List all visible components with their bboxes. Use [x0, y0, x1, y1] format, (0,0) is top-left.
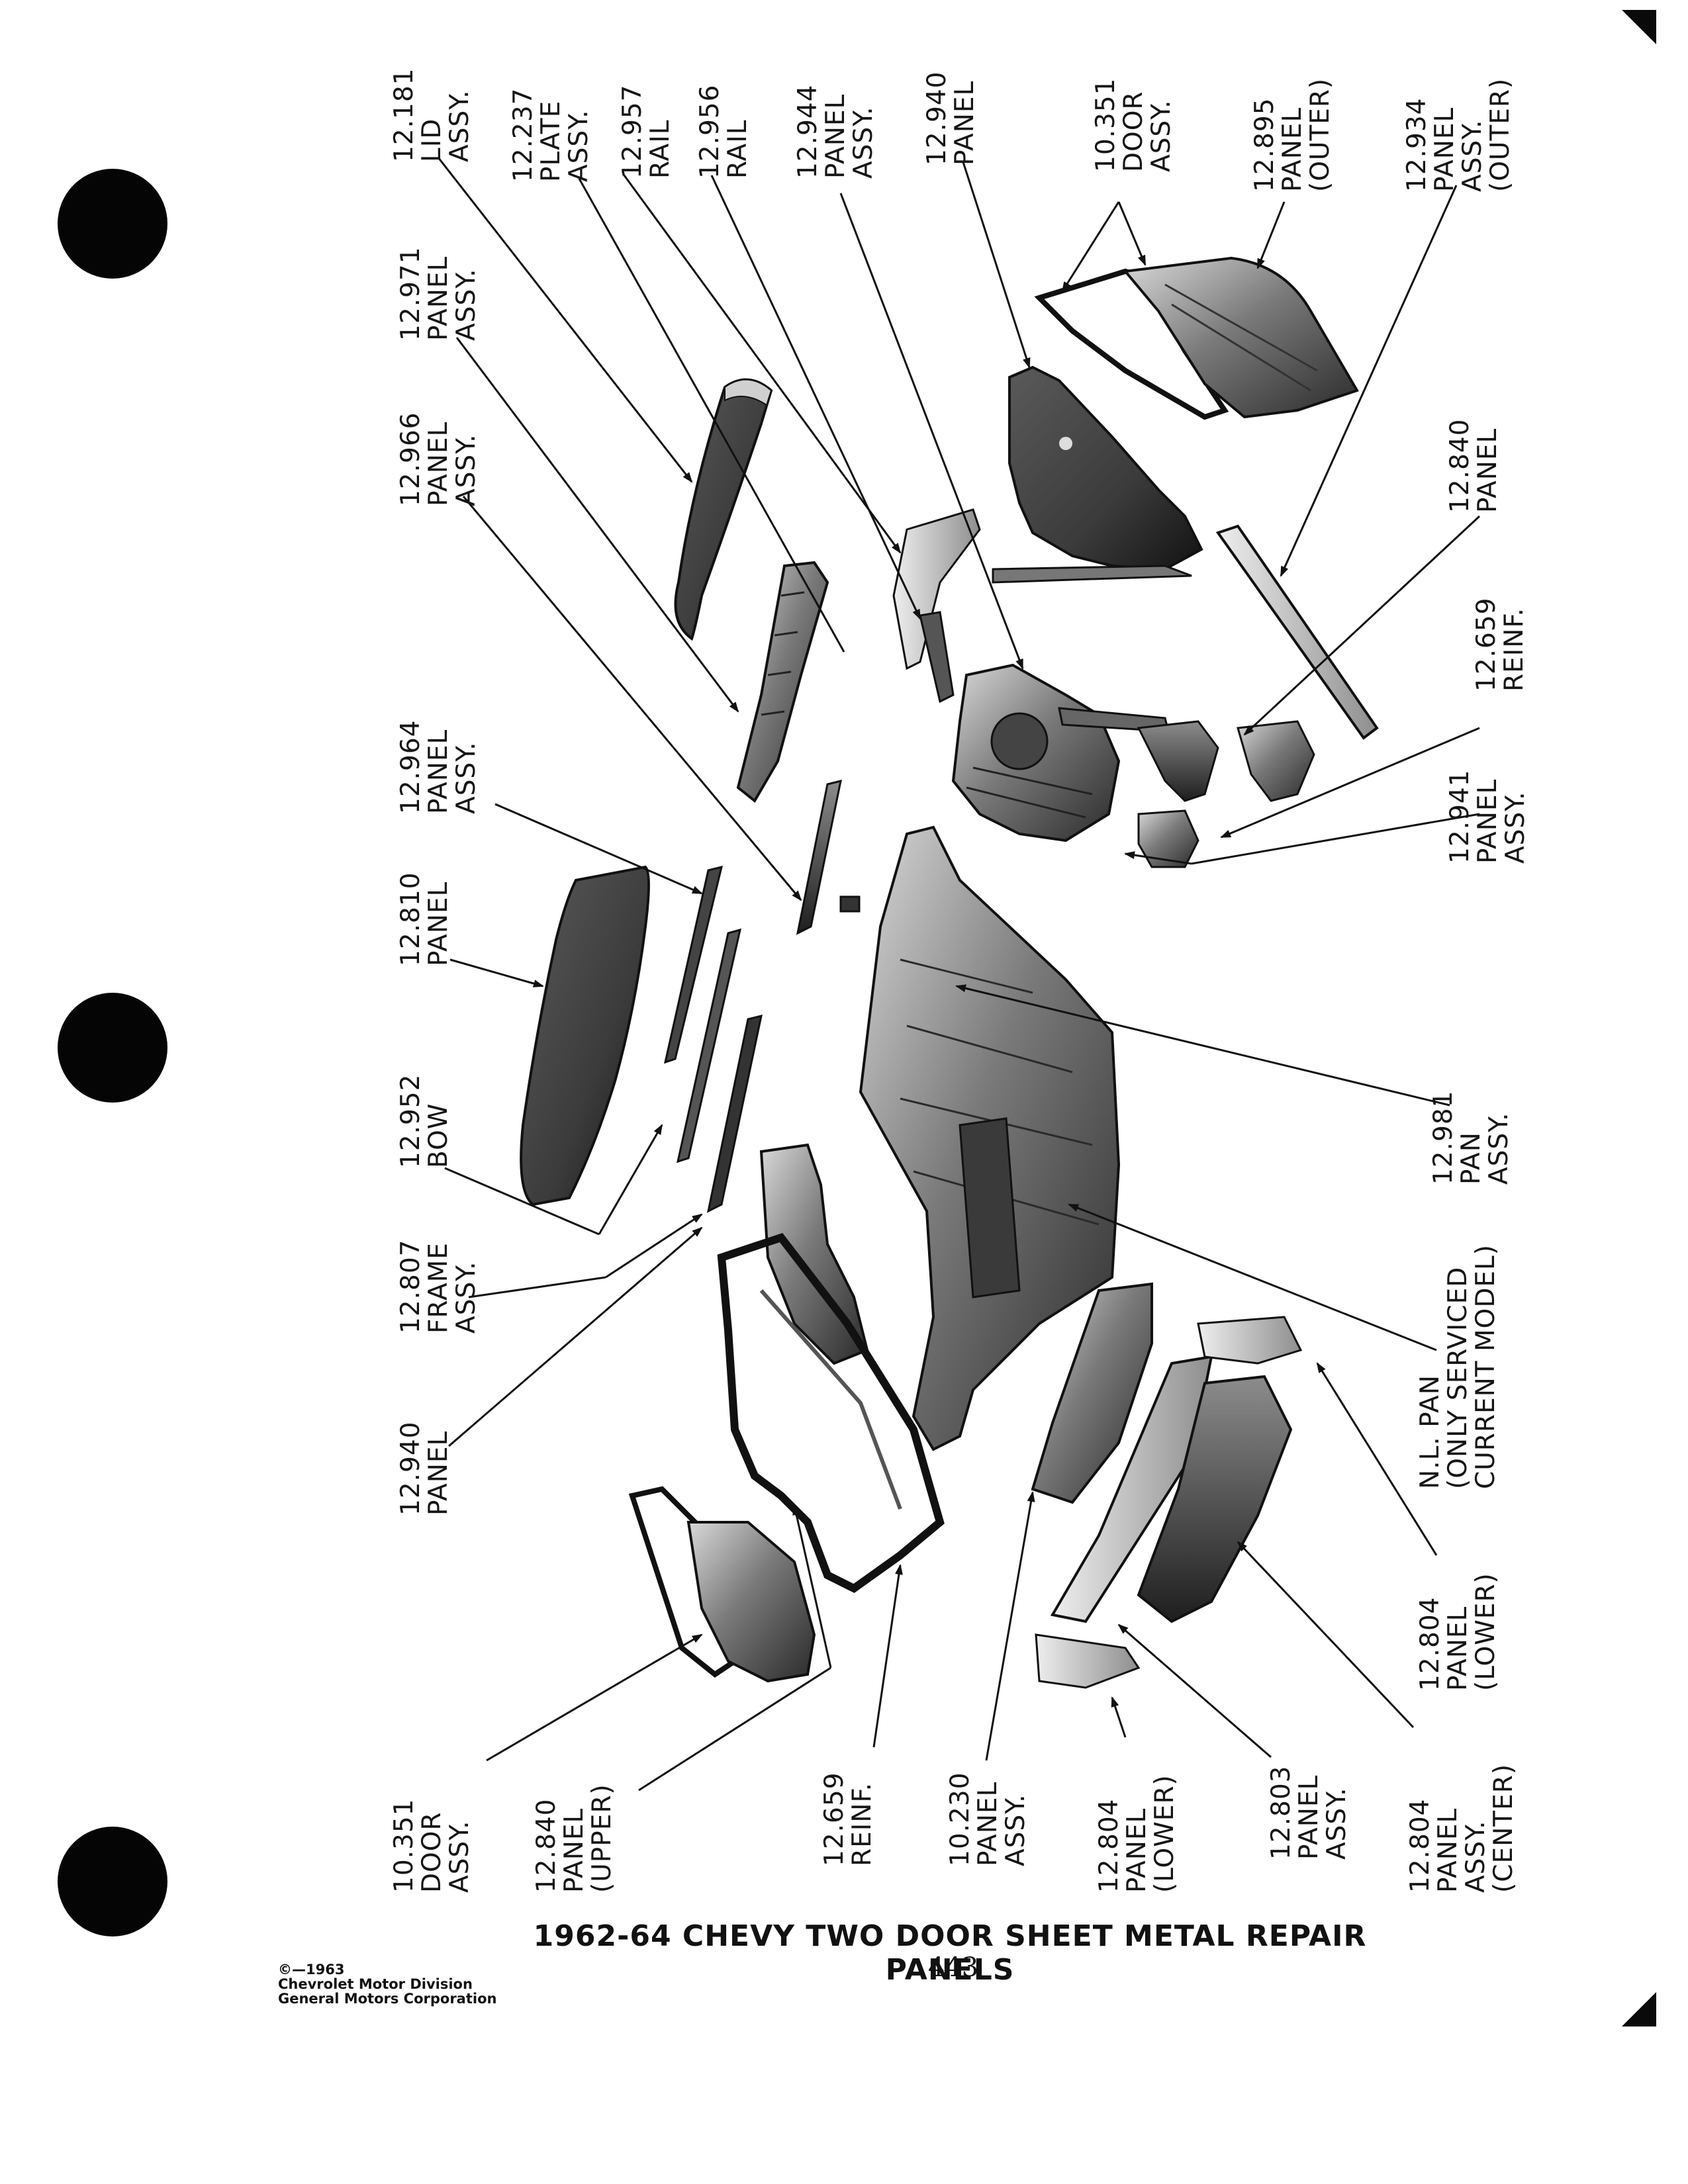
label-frame-assy-12807: 12.807 FRAME ASSY.: [396, 1239, 481, 1334]
copyright-division: Chevrolet Motor Division: [278, 1976, 473, 1992]
rocker-outer-part: [1215, 524, 1379, 740]
rear-quarter-inner-part: [951, 663, 1315, 868]
label-panel-assy-center-12804: 12.804 PANEL ASSY. (CENTER): [1405, 1763, 1519, 1893]
label-pan-assy-12981: 12.981 PAN ASSY.: [1429, 1090, 1514, 1185]
label-panel-assy-12944: 12.944 PANEL ASSY.: [793, 84, 878, 179]
punch-hole-top: [58, 169, 167, 279]
plate-part: [839, 895, 861, 913]
label-panel-assy-10230: 10.230 PANEL ASSY.: [945, 1772, 1031, 1866]
door-assembly-bottom-part: [628, 1486, 816, 1683]
label-panel-outer-12895: 12.895 PANEL (OUTER): [1250, 77, 1335, 192]
label-panel-upper-12840: 12.840 PANEL (UPPER): [532, 1784, 617, 1893]
roof-panel-part: [520, 865, 650, 1206]
label-panel-lower-12804-bottom: 12.804 PANEL (LOWER): [1094, 1774, 1180, 1893]
label-bow-12952: 12.952 BOW: [396, 1073, 453, 1168]
copyright-corporation: General Motors Corporation: [278, 1991, 497, 2007]
trunk-lid-part: [674, 378, 773, 641]
copyright-year: ©—1963: [278, 1962, 345, 1978]
label-plate-assy-12237: 12.237 PLATE ASSY.: [508, 87, 594, 182]
label-panel-assy-12941: 12.941 PANEL ASSY.: [1445, 769, 1530, 864]
label-panel-assy-outer-12934: 12.934 PANEL ASSY. (OUTER): [1402, 77, 1515, 192]
label-rail-12957: 12.957 RAIL: [618, 84, 675, 179]
door-assembly-top-part: [1034, 256, 1359, 420]
punch-hole-middle: [58, 993, 167, 1103]
label-panel-12810: 12.810 PANEL: [396, 872, 453, 966]
cowl-side-panels-part: [1031, 1282, 1303, 1689]
label-door-assy-10351-bottom: 10.351 DOOR ASSY.: [389, 1798, 475, 1893]
label-door-assy-10351-top: 10.351 DOOR ASSY.: [1091, 77, 1176, 172]
corner-mark-top-right: [1622, 10, 1656, 44]
label-panel-assy-12803: 12.803 PANEL ASSY.: [1266, 1765, 1352, 1860]
leader-lines: [437, 157, 1481, 1792]
filler-panel-part: [796, 779, 842, 935]
label-panel-lower-12804-right: 12.804 PANEL (LOWER): [1415, 1572, 1501, 1691]
quarter-panel-part: [992, 365, 1203, 584]
label-panel-12940-left: 12.940 PANEL: [396, 1421, 453, 1516]
page-title: 1962-64 CHEVY TWO DOOR SHEET METAL REPAI…: [533, 1919, 1367, 1987]
punch-hole-bottom: [58, 1827, 167, 1936]
label-reinf-12659-bottom: 12.659 REINF.: [820, 1772, 877, 1866]
label-panel-assy-12964: 12.964 PANEL ASSY.: [396, 719, 481, 814]
page-number: 443: [927, 1952, 979, 1983]
label-panel-12940-top: 12.940 PANEL: [922, 71, 980, 165]
copyright-notice: ©—1963 Chevrolet Motor Division General …: [278, 1962, 496, 2006]
label-lid-assy-12181: 12.181 LID ASSY.: [389, 68, 475, 162]
label-panel-12840-right: 12.840 PANEL: [1445, 418, 1503, 513]
label-panel-assy-12971: 12.971 PANEL ASSY.: [396, 246, 481, 341]
label-nl-pan: N.L. PAN (ONLY SERVICED CURRENT MODEL): [1415, 1244, 1501, 1489]
floor-pan-part: [859, 825, 1121, 1451]
label-panel-assy-12966: 12.966 PANEL ASSY.: [396, 412, 481, 506]
roof-bows-part: [663, 865, 763, 1213]
corner-mark-bottom-right: [1622, 1992, 1656, 2026]
label-rail-12956: 12.956 RAIL: [695, 84, 753, 179]
label-reinf-12659-right: 12.659 REINF.: [1472, 597, 1529, 692]
door-opening-frame-part: [717, 1232, 945, 1593]
rear-panel-part: [736, 561, 829, 803]
roof-rail-parts: [892, 508, 981, 704]
